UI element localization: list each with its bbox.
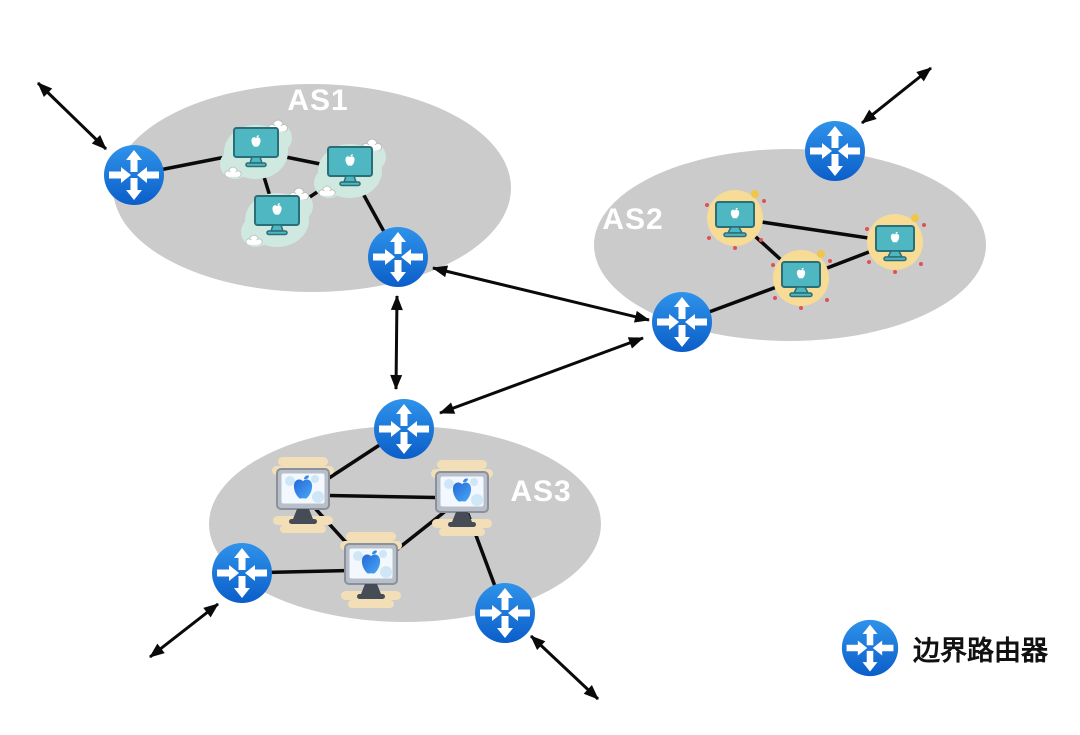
border-router-icon-r6 bbox=[212, 543, 272, 603]
host-computer-h5 bbox=[771, 250, 832, 310]
border-router-legend-icon bbox=[841, 619, 899, 677]
border-router-icon-r1 bbox=[104, 145, 164, 205]
border-router-icon-r4 bbox=[652, 292, 712, 352]
as-label-AS1: AS1 bbox=[287, 84, 348, 117]
host-computer-h4 bbox=[705, 190, 766, 250]
host-computer-h2 bbox=[314, 138, 386, 198]
as-label-AS3: AS3 bbox=[510, 475, 571, 508]
as-ellipse-AS2 bbox=[594, 149, 986, 341]
host-computer-h1 bbox=[220, 119, 292, 179]
host-computer-h3 bbox=[241, 187, 313, 247]
inter-as-arrow-5 bbox=[439, 336, 644, 415]
border-router-icon-r3 bbox=[805, 121, 865, 181]
host-computer-h7 bbox=[272, 457, 334, 533]
inter-as-arrow-4 bbox=[390, 295, 403, 390]
inter-as-arrow-7 bbox=[529, 634, 600, 701]
host-computer-h9 bbox=[340, 532, 402, 608]
border-router-icon-r7 bbox=[475, 583, 535, 643]
border-router-icon-r2 bbox=[368, 227, 428, 287]
inter-as-arrow-3 bbox=[432, 265, 650, 323]
host-computer-h8 bbox=[431, 460, 493, 536]
as-label-AS2: AS2 bbox=[602, 203, 663, 236]
inter-as-arrow-2 bbox=[861, 66, 932, 125]
legend-label: 边界路由器 bbox=[913, 635, 1048, 666]
border-router-icon-r5 bbox=[374, 399, 434, 459]
legend: 边界路由器 bbox=[840, 618, 1048, 678]
inter-as-arrow-6 bbox=[149, 602, 219, 659]
inter-as-arrow-1 bbox=[36, 81, 108, 151]
host-computer-h6 bbox=[865, 214, 926, 274]
